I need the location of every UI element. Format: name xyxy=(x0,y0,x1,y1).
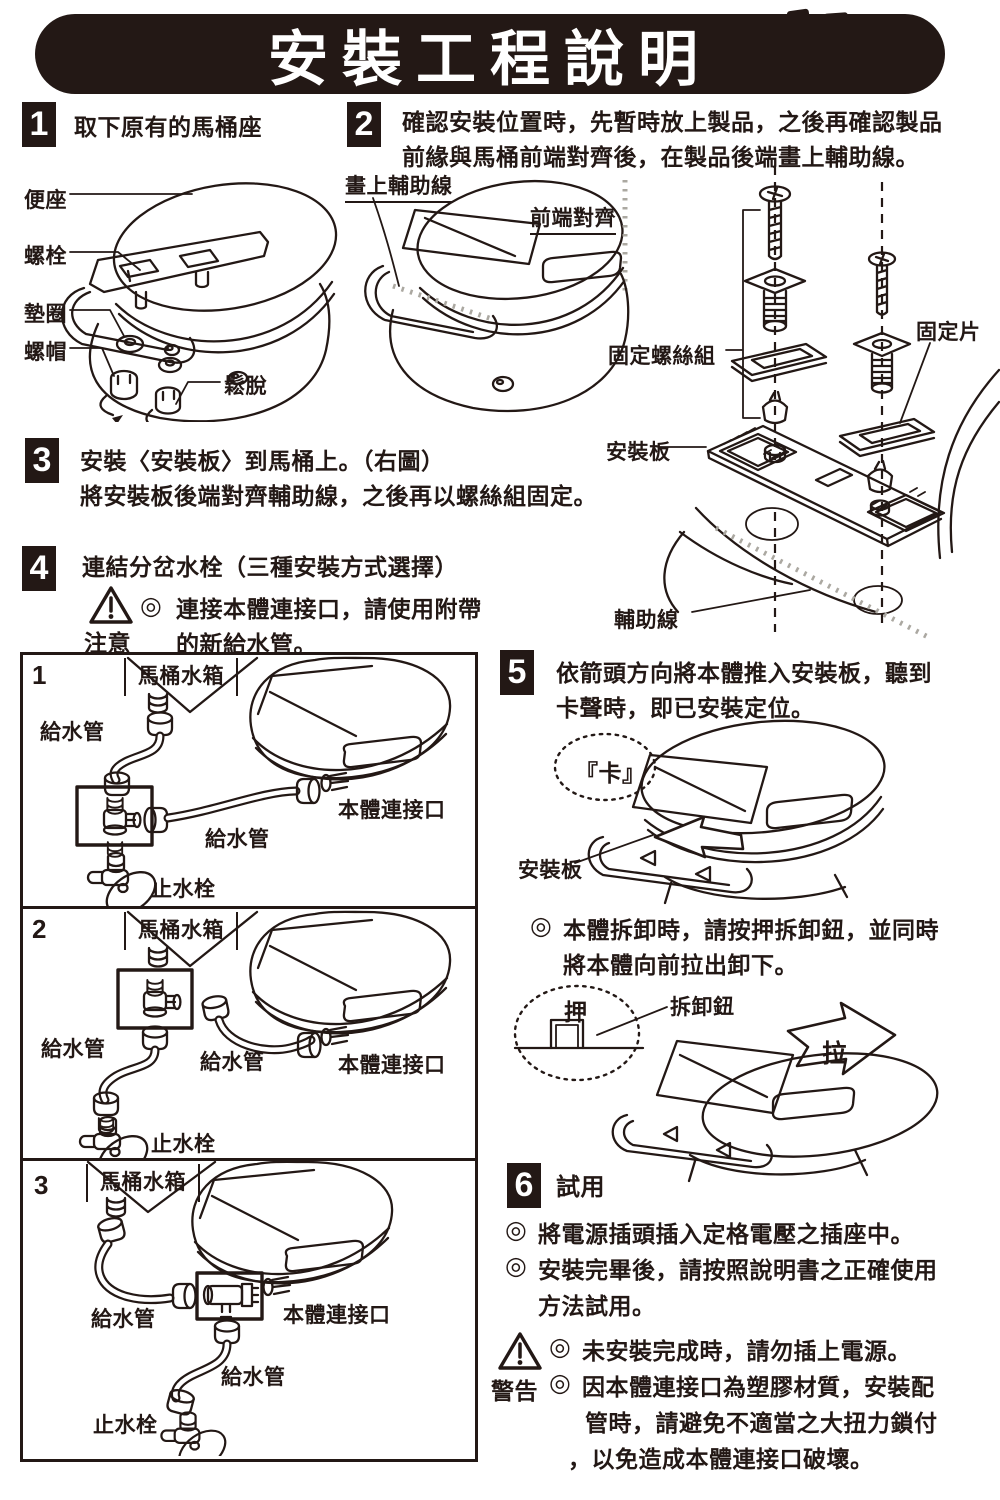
option1-supply2-label: 給水管 xyxy=(205,828,270,851)
option3-supply2-label: 給水管 xyxy=(221,1366,286,1389)
note-mark: ◎ xyxy=(140,592,162,620)
note1-mark: ◎ xyxy=(505,1216,527,1244)
note2-mark: ◎ xyxy=(505,1252,527,1280)
step3-text-line2: 將安裝板後端對齊輔助線，之後再以螺絲組固定。 xyxy=(80,483,597,509)
step2-badge: 2 xyxy=(347,102,381,147)
step3-badge: 3 xyxy=(25,438,59,483)
step6-title: 試用 xyxy=(556,1174,605,1201)
option3-diagram xyxy=(86,1160,394,1456)
label-mount-plate-step5: 安裝板 xyxy=(518,859,583,882)
label-draw-aux-line: 畫上輔助線 xyxy=(345,170,453,203)
title-banner: 安裝工程說明 xyxy=(35,14,945,94)
pull-label: 拉 xyxy=(822,1040,848,1068)
warning-line2a: 因本體連接口為塑膠材質，安裝配 xyxy=(582,1374,935,1400)
option2-diagram xyxy=(78,910,452,1158)
caution-icon xyxy=(89,586,133,624)
remove-seat-diagram xyxy=(60,182,338,422)
step6-badge: 6 xyxy=(507,1163,541,1208)
step2-text-line1: 確認安裝位置時，先暫時放上製品，之後再確認製品 xyxy=(402,109,943,135)
click-bubble-text: 『卡』 xyxy=(575,760,646,786)
step4-title: 連結分岔水栓（三種安裝方式選擇） xyxy=(82,554,458,580)
option2-number: 2 xyxy=(32,914,47,944)
step2-text-line2: 前緣與馬桶前端對齊後，在製品後端畫上輔助線。 xyxy=(402,144,919,170)
label-front-align: 前端對齊 xyxy=(530,202,616,235)
option-box-2 xyxy=(20,906,478,1164)
remove-note-mark: ◎ xyxy=(530,912,552,940)
page-title: 安裝工程說明 xyxy=(268,25,712,93)
step6-note1: 將電源插頭插入定格電壓之插座中。 xyxy=(538,1221,914,1247)
label-loosen: 鬆脫 xyxy=(224,375,267,398)
option3-port-label: 本體連接口 xyxy=(283,1304,391,1327)
caution-label: 注意 xyxy=(84,630,131,656)
option-box-3 xyxy=(20,1158,478,1462)
label-mount-plate: 安裝板 xyxy=(606,441,671,464)
label-screw-set: 固定螺絲組 xyxy=(608,345,716,368)
step4-note-line1: 連接本體連接口，請使用附帶 xyxy=(176,596,482,622)
option3-number: 3 xyxy=(34,1170,49,1200)
warn1-mark: ◎ xyxy=(549,1333,571,1361)
option1-supply-label: 給水管 xyxy=(40,721,105,744)
option1-tank-label: 馬桶水箱 xyxy=(124,658,238,696)
remove-note-line1: 本體拆卸時，請按押拆卸鈕，並同時 xyxy=(563,917,939,943)
label-bolt: 螺栓 xyxy=(24,245,67,268)
remove-note-line2: 將本體向前拉出卸下。 xyxy=(563,952,798,978)
option2-supply2-label: 給水管 xyxy=(200,1051,265,1074)
push-label: 押 xyxy=(564,999,588,1025)
warning-label: 警告 xyxy=(491,1378,538,1404)
label-seat: 便座 xyxy=(24,189,67,212)
warning-icon xyxy=(498,1332,542,1370)
label-aux-line: 輔助線 xyxy=(614,609,679,632)
option3-tank-label: 馬桶水箱 xyxy=(86,1164,200,1202)
warning-line1: 未安裝完成時，請勿插上電源。 xyxy=(582,1338,911,1364)
step1-badge: 1 xyxy=(22,102,56,147)
warning-line2b: 管時，請避免不適當之大扭力鎖付 xyxy=(585,1410,938,1436)
option2-tank-label: 馬桶水箱 xyxy=(124,912,238,950)
option2-valve-label: 止水栓 xyxy=(151,1133,216,1156)
option3-valve-label: 止水栓 xyxy=(93,1414,158,1437)
position-check-diagram xyxy=(364,179,630,413)
warn2-mark: ◎ xyxy=(549,1369,571,1397)
warning-line2c: ，以免造成本體連接口破壞。 xyxy=(568,1446,874,1472)
push-in-diagram xyxy=(553,719,886,905)
option1-diagram xyxy=(75,656,452,906)
option-box-1 xyxy=(20,652,478,912)
step6-note2b: 方法試用。 xyxy=(538,1293,656,1319)
step6-note2a: 安裝完畢後，請按照說明書之正確使用 xyxy=(538,1257,938,1283)
removal-diagram xyxy=(513,984,939,1183)
label-washer: 墊圈 xyxy=(24,303,67,326)
label-fix-plate: 固定片 xyxy=(916,321,981,344)
screw-exploded-diagram xyxy=(657,166,1000,641)
step1-text: 取下原有的馬桶座 xyxy=(74,114,262,140)
step3-text-line1: 安裝〈安裝板〉到馬桶上。（右圖） xyxy=(80,448,445,474)
option1-number: 1 xyxy=(32,660,47,690)
option1-valve-label: 止水栓 xyxy=(151,878,216,901)
label-nut: 螺帽 xyxy=(24,341,67,364)
option1-port-label: 本體連接口 xyxy=(338,799,446,822)
step5-text-line2: 卡聲時，即已安裝定位。 xyxy=(556,695,815,721)
step5-text-line1: 依箭頭方向將本體推入安裝板，聽到 xyxy=(556,660,932,686)
option3-supply-label: 給水管 xyxy=(91,1308,156,1331)
option2-port-label: 本體連接口 xyxy=(338,1054,446,1077)
step4-badge: 4 xyxy=(22,546,56,591)
step5-badge: 5 xyxy=(500,650,534,695)
detach-button-label: 拆卸鈕 xyxy=(670,996,735,1019)
option2-supply-label: 給水管 xyxy=(41,1038,106,1061)
